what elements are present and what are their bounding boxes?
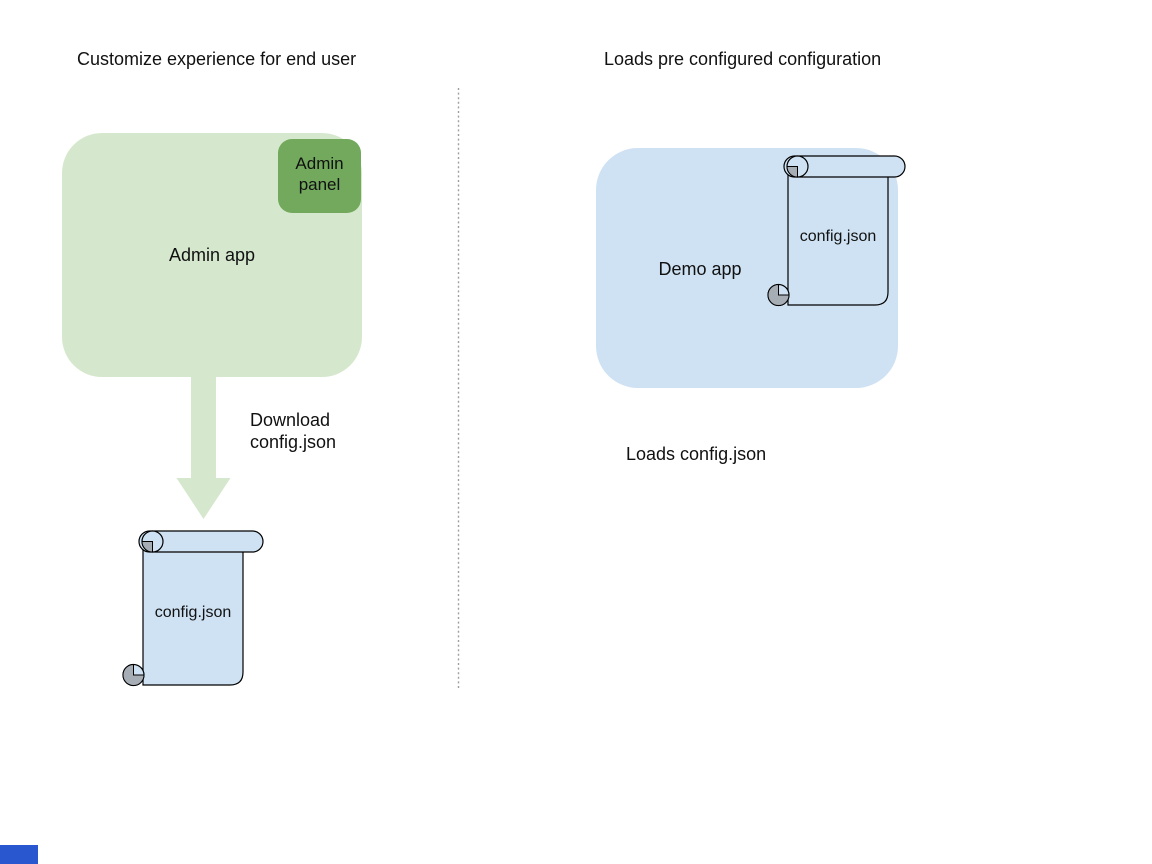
download-arrow-label: Download config.json: [250, 410, 337, 452]
right-scroll-label: config.json: [799, 228, 877, 245]
loads-config-caption: Loads config.json: [626, 444, 767, 464]
admin-panel-label: Admin panel: [295, 154, 349, 194]
left-section-title: Customize experience for end user: [77, 49, 357, 69]
scroll-top-roll: [783, 155, 906, 178]
admin-panel-box: [278, 139, 361, 213]
scroll-body: [142, 540, 244, 686]
scroll-top-roll: [138, 530, 264, 553]
admin-app-label: Admin app: [168, 245, 256, 265]
scroll-top-curl-shade: [141, 541, 153, 553]
scroll-bottom-curl-shade: [767, 283, 790, 306]
scroll-bottom-curl-shade: [122, 663, 145, 686]
scroll-body: [787, 165, 889, 306]
config-scroll-left: [122, 530, 264, 687]
config-scroll-right: [767, 155, 906, 307]
right-section-title: Loads pre configured configuration: [604, 49, 882, 69]
demo-app-label: Demo app: [658, 259, 742, 279]
scroll-top-curl-shade: [786, 166, 798, 178]
corner-accent: [0, 845, 38, 864]
download-arrow-icon: [176, 376, 231, 519]
left-scroll-label: config.json: [154, 604, 232, 621]
